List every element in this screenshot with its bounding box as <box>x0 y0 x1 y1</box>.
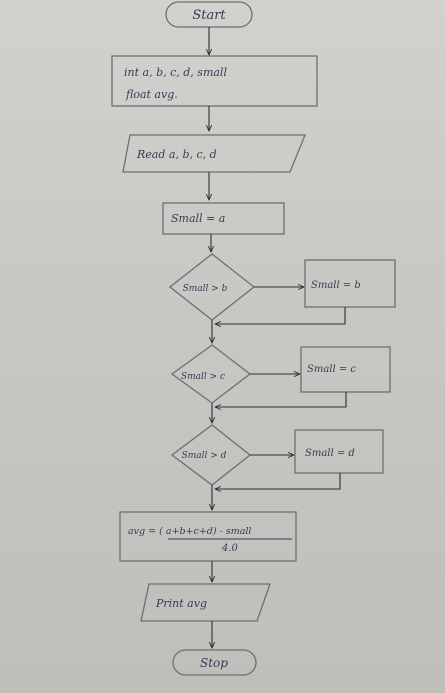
assign-c-process: Small = c <box>300 346 391 393</box>
avg-process: avg = ( a+b+c+d) - small 4.0 <box>119 511 297 562</box>
start-label: Start <box>192 8 226 23</box>
decision-small-gt-d: Small > d <box>170 424 252 486</box>
declare-line2: float avg. <box>125 88 178 101</box>
edge-assignd-merge <box>215 473 341 489</box>
start-terminal: Start <box>165 1 253 28</box>
cond-d-label: Small > d <box>182 451 227 461</box>
avg-denominator: 4.0 <box>221 543 239 554</box>
cond-b-label: Small > b <box>183 284 228 294</box>
cond-c-label: Small > c <box>181 372 225 382</box>
declare-line1: int a, b, c, d, small <box>124 66 227 79</box>
assign-b-label: Small = b <box>311 280 361 291</box>
print-output: Print avg <box>140 583 271 622</box>
read-input: Read a, b, c, d <box>122 134 306 173</box>
assign-b-process: Small = b <box>304 259 396 308</box>
init-label: Small = a <box>171 212 225 225</box>
init-process: Small = a <box>162 202 285 235</box>
edge-assignc-merge <box>215 392 347 407</box>
avg-numerator: avg = ( a+b+c+d) - small <box>128 526 251 537</box>
read-label: Read a, b, c, d <box>136 148 217 161</box>
stop-terminal: Stop <box>172 649 257 676</box>
print-label: Print avg <box>155 597 207 610</box>
decision-small-gt-b: Small > b <box>168 253 256 321</box>
assign-d-label: Small = d <box>305 448 355 459</box>
stop-label: Stop <box>200 656 228 670</box>
decision-small-gt-c: Small > c <box>170 344 252 404</box>
assign-c-label: Small = c <box>307 364 356 375</box>
assign-d-process: Small = d <box>294 429 384 474</box>
edge-assignb-merge <box>215 307 346 324</box>
declare-process: int a, b, c, d, small float avg. <box>111 55 318 107</box>
